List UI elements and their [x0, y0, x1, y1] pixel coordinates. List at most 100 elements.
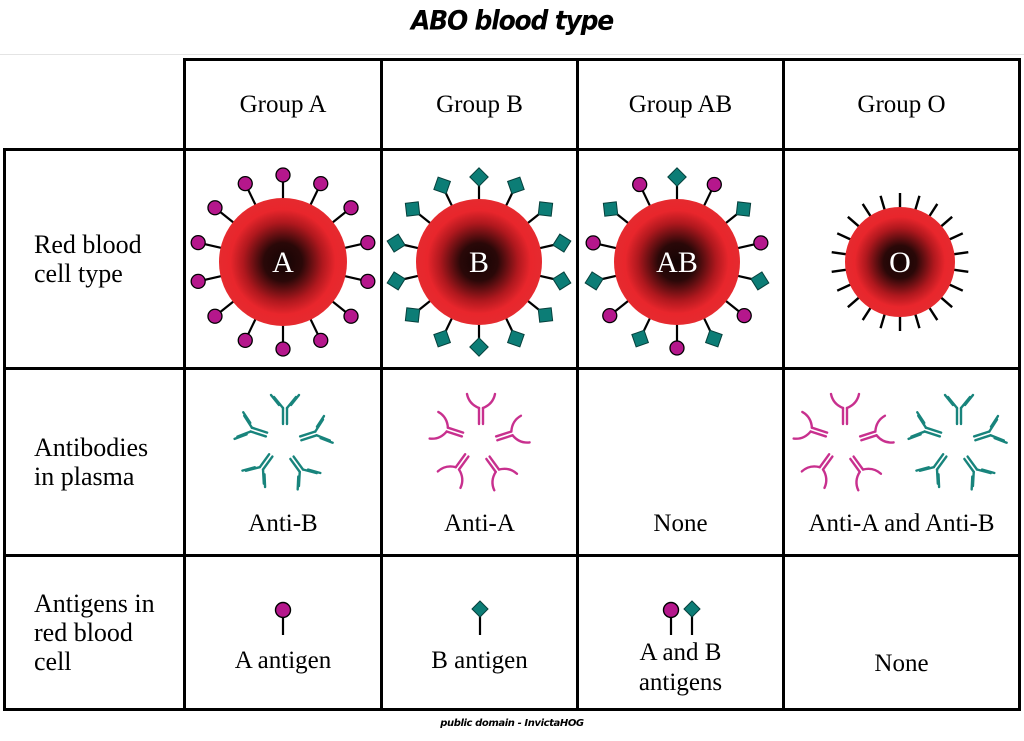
anti-a-antibody-cluster	[428, 392, 531, 492]
antibody-arm	[428, 430, 448, 440]
diagram-title: ABO blood type	[410, 5, 614, 36]
anti-b-antibody	[907, 411, 943, 441]
antibody-label-b: Anti-A	[444, 510, 515, 537]
antigen-b-marker	[704, 329, 723, 348]
antibody-arm	[792, 430, 812, 440]
antigen-label-ab-line1: A and B	[639, 639, 722, 666]
antigen-stem	[504, 192, 514, 208]
row-label-cell-type-line2: cell type	[34, 259, 123, 288]
antigen-label-b: B antigen	[431, 647, 528, 674]
antigen-stub	[939, 215, 953, 229]
red-blood-cell-body	[219, 198, 347, 326]
antigen-b-marker	[404, 201, 421, 217]
header-group-b: Group B	[380, 58, 579, 151]
antibody-stem	[809, 430, 828, 438]
antibody-arm	[319, 436, 334, 444]
antigen-b-marker	[750, 271, 770, 291]
antigen-stub	[927, 305, 939, 321]
antibody-stem	[261, 455, 274, 471]
antigen-stub	[913, 312, 921, 329]
antigen-stem	[403, 243, 420, 250]
antibody-arm	[800, 465, 821, 473]
antibody-stem	[445, 430, 464, 438]
antibody-arm	[510, 414, 523, 433]
antibody-label-a: Anti-B	[248, 510, 318, 537]
antigen-b-marker	[667, 167, 687, 187]
antigen-b-marker	[631, 329, 650, 348]
antibody-stem	[298, 430, 317, 438]
antibody-arm	[289, 393, 301, 407]
antibody-arm	[963, 393, 975, 407]
antigen-stem	[308, 189, 319, 207]
antigen-b-marker	[584, 271, 604, 291]
antigen-a-marker	[632, 176, 648, 193]
antigen-b-marker	[537, 201, 554, 217]
antibody-arm	[269, 393, 281, 407]
antigen-stem	[204, 243, 223, 250]
anti-a-antibody	[428, 410, 465, 440]
antibody-arm	[263, 473, 267, 489]
antigen-a-marker	[343, 200, 359, 216]
antigen-stub	[861, 305, 873, 321]
row-label-antigens-line1: Antigens in	[34, 589, 155, 618]
antibody-arm	[993, 436, 1008, 444]
anti-b-antibody-cluster	[233, 393, 334, 491]
antigen-stem	[444, 316, 454, 332]
antigen-stem	[403, 274, 420, 281]
antibody-stem	[821, 455, 834, 471]
antigen-stub	[847, 295, 861, 309]
antigen-stub	[913, 195, 921, 212]
antigen-stub	[831, 268, 848, 274]
antigen-b-marker	[433, 329, 452, 348]
antibody-stem	[496, 434, 514, 442]
row-label-cell-type: Red blood cell type	[3, 148, 186, 370]
antigen-stem	[724, 299, 740, 313]
anti-a-antibody	[465, 392, 497, 426]
anti-b-antibody	[289, 455, 322, 491]
antigen-stub	[952, 268, 969, 274]
antibody-stem	[849, 457, 861, 474]
antigen-stem	[330, 211, 347, 225]
antigen-b-marker	[469, 167, 489, 187]
antibody-arm	[306, 468, 322, 475]
antibody-arm	[233, 433, 248, 441]
antibody-stem	[818, 453, 831, 469]
antigen-stem	[641, 190, 652, 208]
antigen-stem	[642, 316, 652, 332]
antigen-stem	[418, 299, 432, 311]
antigen-stub	[831, 250, 848, 256]
antigens-b: B antigen	[380, 554, 579, 711]
red-blood-cell-a: A	[190, 167, 376, 357]
antigen-label-o: None	[874, 650, 929, 677]
antigen-stem	[247, 317, 258, 335]
red-blood-cell-ab: AB	[584, 167, 770, 356]
antibody-stem	[852, 455, 865, 471]
antigen-stem	[702, 316, 712, 332]
anti-a-antibody	[436, 453, 470, 490]
antigen-b-marker	[469, 337, 489, 357]
credit-footer: public domain - InvictaHOG	[440, 718, 584, 729]
header-group-o: Group O	[782, 58, 1021, 151]
antigen-b-marker	[602, 201, 619, 217]
row-label-antigens-line2: red blood	[34, 618, 133, 647]
antigen-a-marker	[736, 307, 752, 324]
antibody-arm	[457, 468, 464, 490]
antigen-stem	[504, 316, 514, 332]
antigens-ab: A and B antigens	[576, 554, 785, 711]
antibody-arm	[861, 467, 883, 475]
cell-type-a: A	[183, 148, 383, 370]
antibody-stem	[966, 455, 979, 471]
anti-a-antibody	[858, 414, 895, 444]
antigen-a-marker	[190, 273, 206, 290]
antibody-arm	[481, 392, 497, 410]
row-label-antibodies: Antibodies in plasma	[3, 367, 186, 557]
antibody-arm	[915, 466, 930, 472]
antigen-a-icon	[662, 601, 680, 635]
antigen-stub	[847, 215, 861, 229]
antigen-a-marker	[343, 308, 359, 324]
antigen-stub	[939, 295, 953, 309]
antibody-arm	[989, 414, 1000, 428]
antibody-stem	[932, 453, 945, 469]
antigen-stub	[879, 312, 887, 329]
antigen-stub	[927, 203, 939, 219]
